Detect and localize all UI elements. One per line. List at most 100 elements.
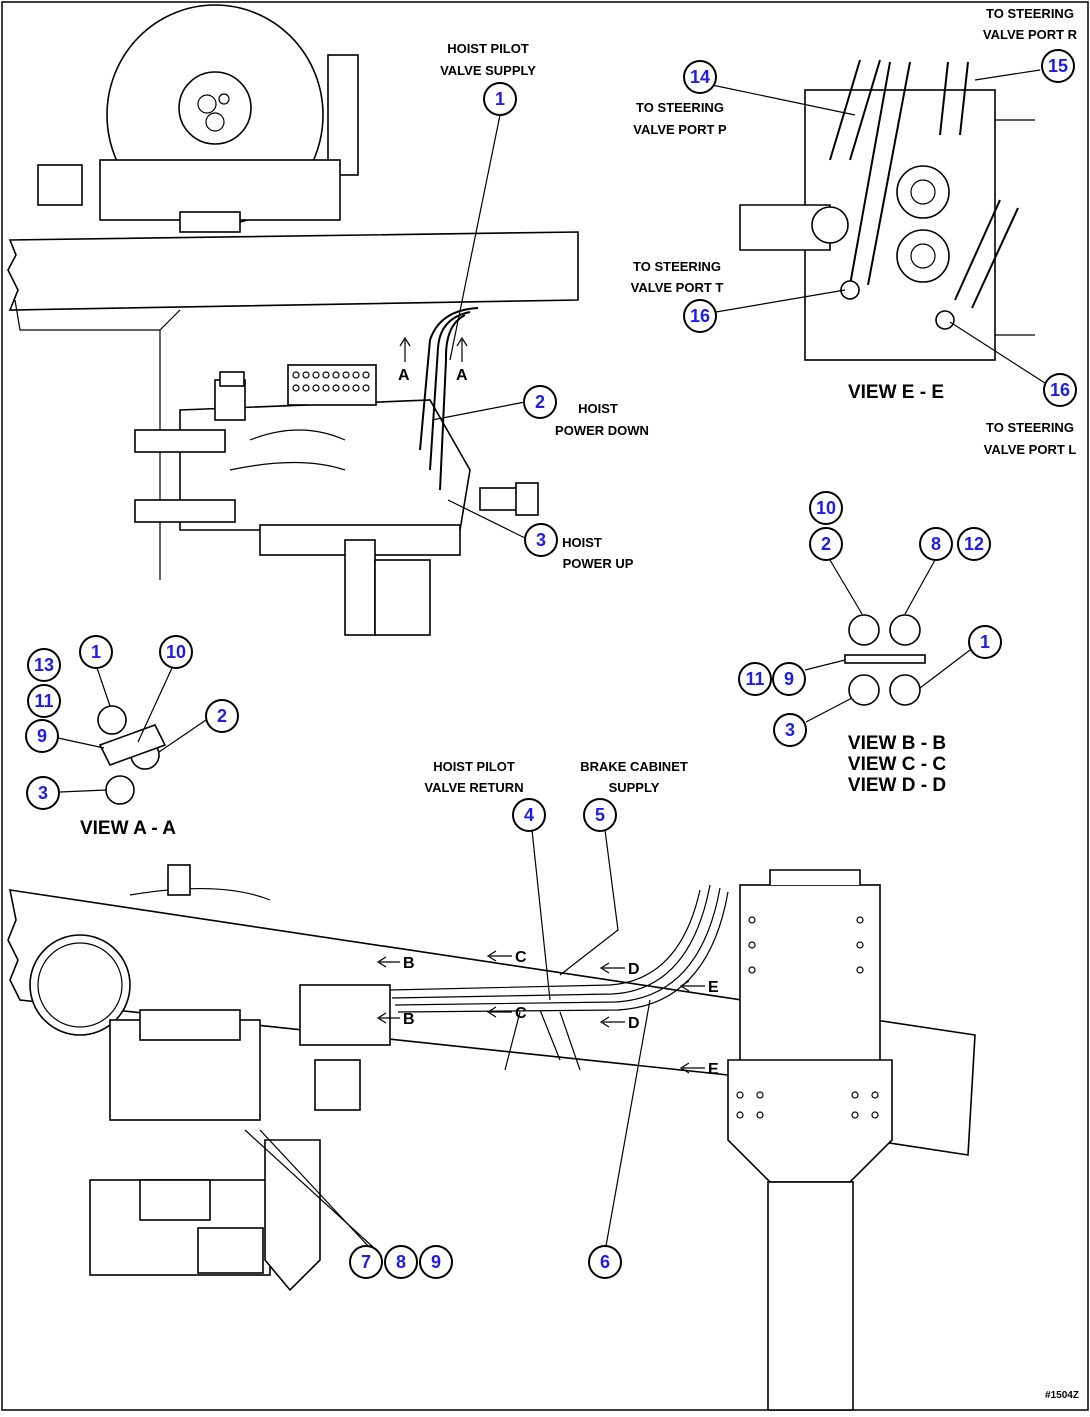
label-hoist-pilot-return-1: HOIST PILOT (433, 759, 515, 774)
callout-bubbles: 1 14 15 16 16 2 3 10 2 8 12 1 11 9 3 13 … (25, 49, 1077, 1279)
svg-text:13: 13 (34, 655, 54, 675)
callout-9-view-b: 9 (772, 662, 806, 696)
callout-6: 6 (588, 1245, 622, 1279)
callout-9-view-a: 9 (25, 719, 59, 753)
section-c-upper: C (515, 949, 527, 966)
hoist-valve-assembly-drawing: A A (7, 4, 579, 636)
callout-1-hoist-supply: 1 (483, 82, 517, 116)
label-hoist-pilot-supply-1: HOIST PILOT (447, 41, 529, 56)
callout-11-view-b: 11 (738, 662, 772, 696)
title-view-dd: VIEW D - D (848, 775, 946, 796)
figure-id: #1504Z (1045, 1390, 1079, 1401)
frame-routing-drawing: B B C C D D E E (7, 829, 976, 1411)
callout-2-view-a: 2 (205, 699, 239, 733)
callout-4-return: 4 (512, 798, 546, 832)
label-hoist-power-up-1: HOIST (562, 535, 602, 550)
svg-text:4: 4 (524, 805, 534, 825)
label-steering-l-1: TO STEERING (986, 420, 1074, 435)
frame-rail-top (7, 231, 579, 311)
callout-2-view-b: 2 (809, 527, 843, 561)
flange-lower (896, 229, 950, 283)
svg-text:9: 9 (431, 1252, 441, 1272)
callout-1-view-b: 1 (968, 625, 1002, 659)
label-hoist-power-down-1: HOIST (578, 401, 618, 416)
section-e-lower: E (708, 1061, 719, 1078)
callout-3-view-a: 3 (26, 776, 60, 810)
callout-9: 9 (419, 1245, 453, 1279)
callout-5-brake: 5 (583, 798, 617, 832)
callout-13-view-a: 13 (27, 648, 61, 682)
frame-bore (29, 934, 131, 1036)
callout-12-view-b: 12 (957, 527, 991, 561)
title-view-cc: VIEW C - C (848, 754, 946, 775)
section-a-left: A (398, 367, 410, 384)
label-hoist-power-up-2: POWER UP (563, 556, 634, 571)
svg-text:11: 11 (745, 669, 764, 689)
svg-text:1: 1 (495, 89, 505, 109)
svg-text:8: 8 (396, 1252, 406, 1272)
callout-2-power-down: 2 (523, 385, 557, 419)
section-d-upper: D (628, 961, 640, 978)
label-brake-cabinet-1: BRAKE CABINET (580, 759, 688, 774)
section-b-upper: B (403, 955, 415, 972)
svg-text:9: 9 (784, 669, 794, 689)
svg-text:10: 10 (166, 642, 186, 662)
svg-text:16: 16 (1050, 380, 1070, 400)
section-a-right: A (456, 367, 468, 384)
label-steering-r-1: TO STEERING (986, 6, 1074, 21)
svg-text:2: 2 (821, 534, 831, 554)
label-steering-r-2: VALVE PORT R (983, 27, 1078, 42)
svg-text:12: 12 (964, 534, 984, 554)
svg-text:5: 5 (595, 805, 605, 825)
callout-15: 15 (1041, 49, 1075, 83)
view-ee-drawing (711, 59, 1049, 386)
section-c-lower: C (515, 1005, 527, 1022)
callout-16-port-l: 16 (1043, 373, 1077, 407)
callout-7: 7 (349, 1245, 383, 1279)
svg-text:16: 16 (690, 306, 710, 326)
section-e-upper: E (708, 979, 719, 996)
svg-text:14: 14 (690, 67, 710, 87)
title-view-bb: VIEW B - B (848, 733, 946, 754)
svg-text:3: 3 (536, 530, 546, 550)
section-b-lower: B (403, 1011, 415, 1028)
view-aa-drawing (57, 664, 207, 805)
label-brake-cabinet-2: SUPPLY (609, 780, 660, 795)
label-steering-t-1: TO STEERING (633, 259, 721, 274)
flange-upper (896, 165, 950, 219)
callout-3-power-up: 3 (524, 523, 558, 557)
label-hoist-pilot-supply-2: VALVE SUPPLY (440, 63, 536, 78)
svg-text:1: 1 (91, 642, 101, 662)
callout-8-view-b: 8 (919, 527, 953, 561)
text-labels: HOIST PILOT VALVE SUPPLY HOIST POWER DOW… (80, 6, 1079, 1401)
label-hoist-power-down-2: POWER DOWN (555, 423, 649, 438)
svg-text:6: 6 (600, 1252, 610, 1272)
callout-3-view-b: 3 (773, 713, 807, 747)
svg-text:2: 2 (535, 392, 545, 412)
svg-text:3: 3 (785, 720, 795, 740)
svg-text:8: 8 (931, 534, 941, 554)
callout-10-view-a: 10 (159, 635, 193, 669)
svg-text:15: 15 (1048, 56, 1068, 76)
title-view-ee: VIEW E - E (848, 382, 944, 403)
section-d-lower: D (628, 1015, 640, 1032)
callout-11-view-a: 11 (27, 684, 61, 718)
view-bb-drawing (804, 559, 971, 723)
frame-rail-lower (7, 889, 976, 1156)
callout-14: 14 (683, 60, 717, 94)
label-steering-p-1: TO STEERING (636, 100, 724, 115)
svg-text:2: 2 (217, 706, 227, 726)
callout-1-view-a: 1 (79, 635, 113, 669)
callout-10-view-b: 10 (809, 491, 843, 525)
callout-16-port-t: 16 (683, 299, 717, 333)
mounting-tower (739, 884, 881, 1066)
svg-text:3: 3 (38, 783, 48, 803)
label-hoist-pilot-return-2: VALVE RETURN (424, 780, 523, 795)
title-view-aa: VIEW A - A (80, 818, 176, 839)
svg-text:9: 9 (37, 726, 47, 746)
perforated-plate (292, 371, 370, 392)
label-steering-p-2: VALVE PORT P (633, 122, 727, 137)
